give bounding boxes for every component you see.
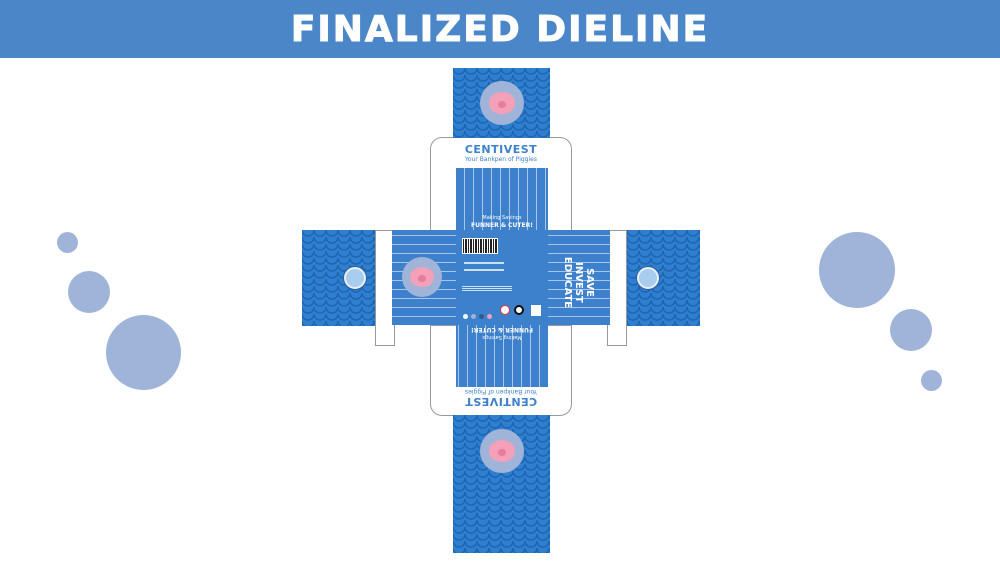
top-brand-block: CENTIVEST Your Bankpen of Piggies (430, 143, 572, 163)
pig-logo (480, 429, 524, 473)
valve-icon (637, 267, 659, 289)
back-panel (456, 230, 548, 325)
side-words: SAVE INVEST EDUCATE (562, 235, 595, 330)
right-side-panel: SAVE INVEST EDUCATE (548, 230, 610, 325)
no-choking-icon (500, 305, 510, 315)
barcode (462, 238, 498, 254)
word-save: SAVE (584, 268, 595, 297)
recycle-icon (514, 305, 524, 315)
color-dot (471, 314, 476, 319)
slogan-bottom-inverted: FUNNER & CUTER! (471, 326, 533, 333)
left-side-panel (392, 230, 456, 325)
color-dots (463, 314, 492, 319)
right-flap (627, 230, 700, 326)
word-educate: EDUCATE (562, 256, 573, 309)
decor-bubble (890, 309, 932, 351)
bottom-brand-block: CENTIVEST Your Bankpen of Piggies (430, 388, 572, 408)
pig-logo (480, 81, 524, 125)
slogan-top-inverted: Making Savings (482, 334, 522, 340)
header-banner: FINALIZED DIELINE (0, 0, 1000, 58)
slogan-bottom: FUNNER & CUTER! (471, 222, 533, 229)
bottom-flap (453, 415, 550, 553)
decor-bubble (921, 370, 942, 391)
right-tab (607, 230, 627, 346)
decor-bubble (106, 315, 181, 390)
decor-bubble (68, 271, 110, 313)
color-dot (487, 314, 492, 319)
pig-illustration (402, 257, 442, 297)
color-dot (463, 314, 468, 319)
word-invest: INVEST (573, 262, 584, 303)
brand-name-inverted: CENTIVEST (464, 395, 538, 408)
color-dot (479, 314, 484, 319)
tagline: Your Bankpen of Piggies (465, 156, 537, 163)
fine-print (462, 285, 512, 291)
decor-bubble (57, 232, 78, 253)
info-line (464, 262, 504, 264)
fragile-icon (531, 305, 541, 316)
left-flap (302, 230, 375, 326)
tagline-inverted: Your Bankpen of Piggies (465, 388, 537, 395)
slide-title: FINALIZED DIELINE (290, 8, 710, 50)
top-stripe-panel: Making Savings FUNNER & CUTER! (456, 168, 548, 230)
top-flap (453, 68, 550, 138)
brand-name: CENTIVEST (464, 143, 538, 156)
slogan-top: Making Savings (482, 215, 522, 221)
valve-icon (344, 267, 366, 289)
info-line (464, 269, 504, 271)
decor-bubble (819, 232, 895, 308)
bottom-stripe-panel: Making Savings FUNNER & CUTER! (456, 325, 548, 387)
